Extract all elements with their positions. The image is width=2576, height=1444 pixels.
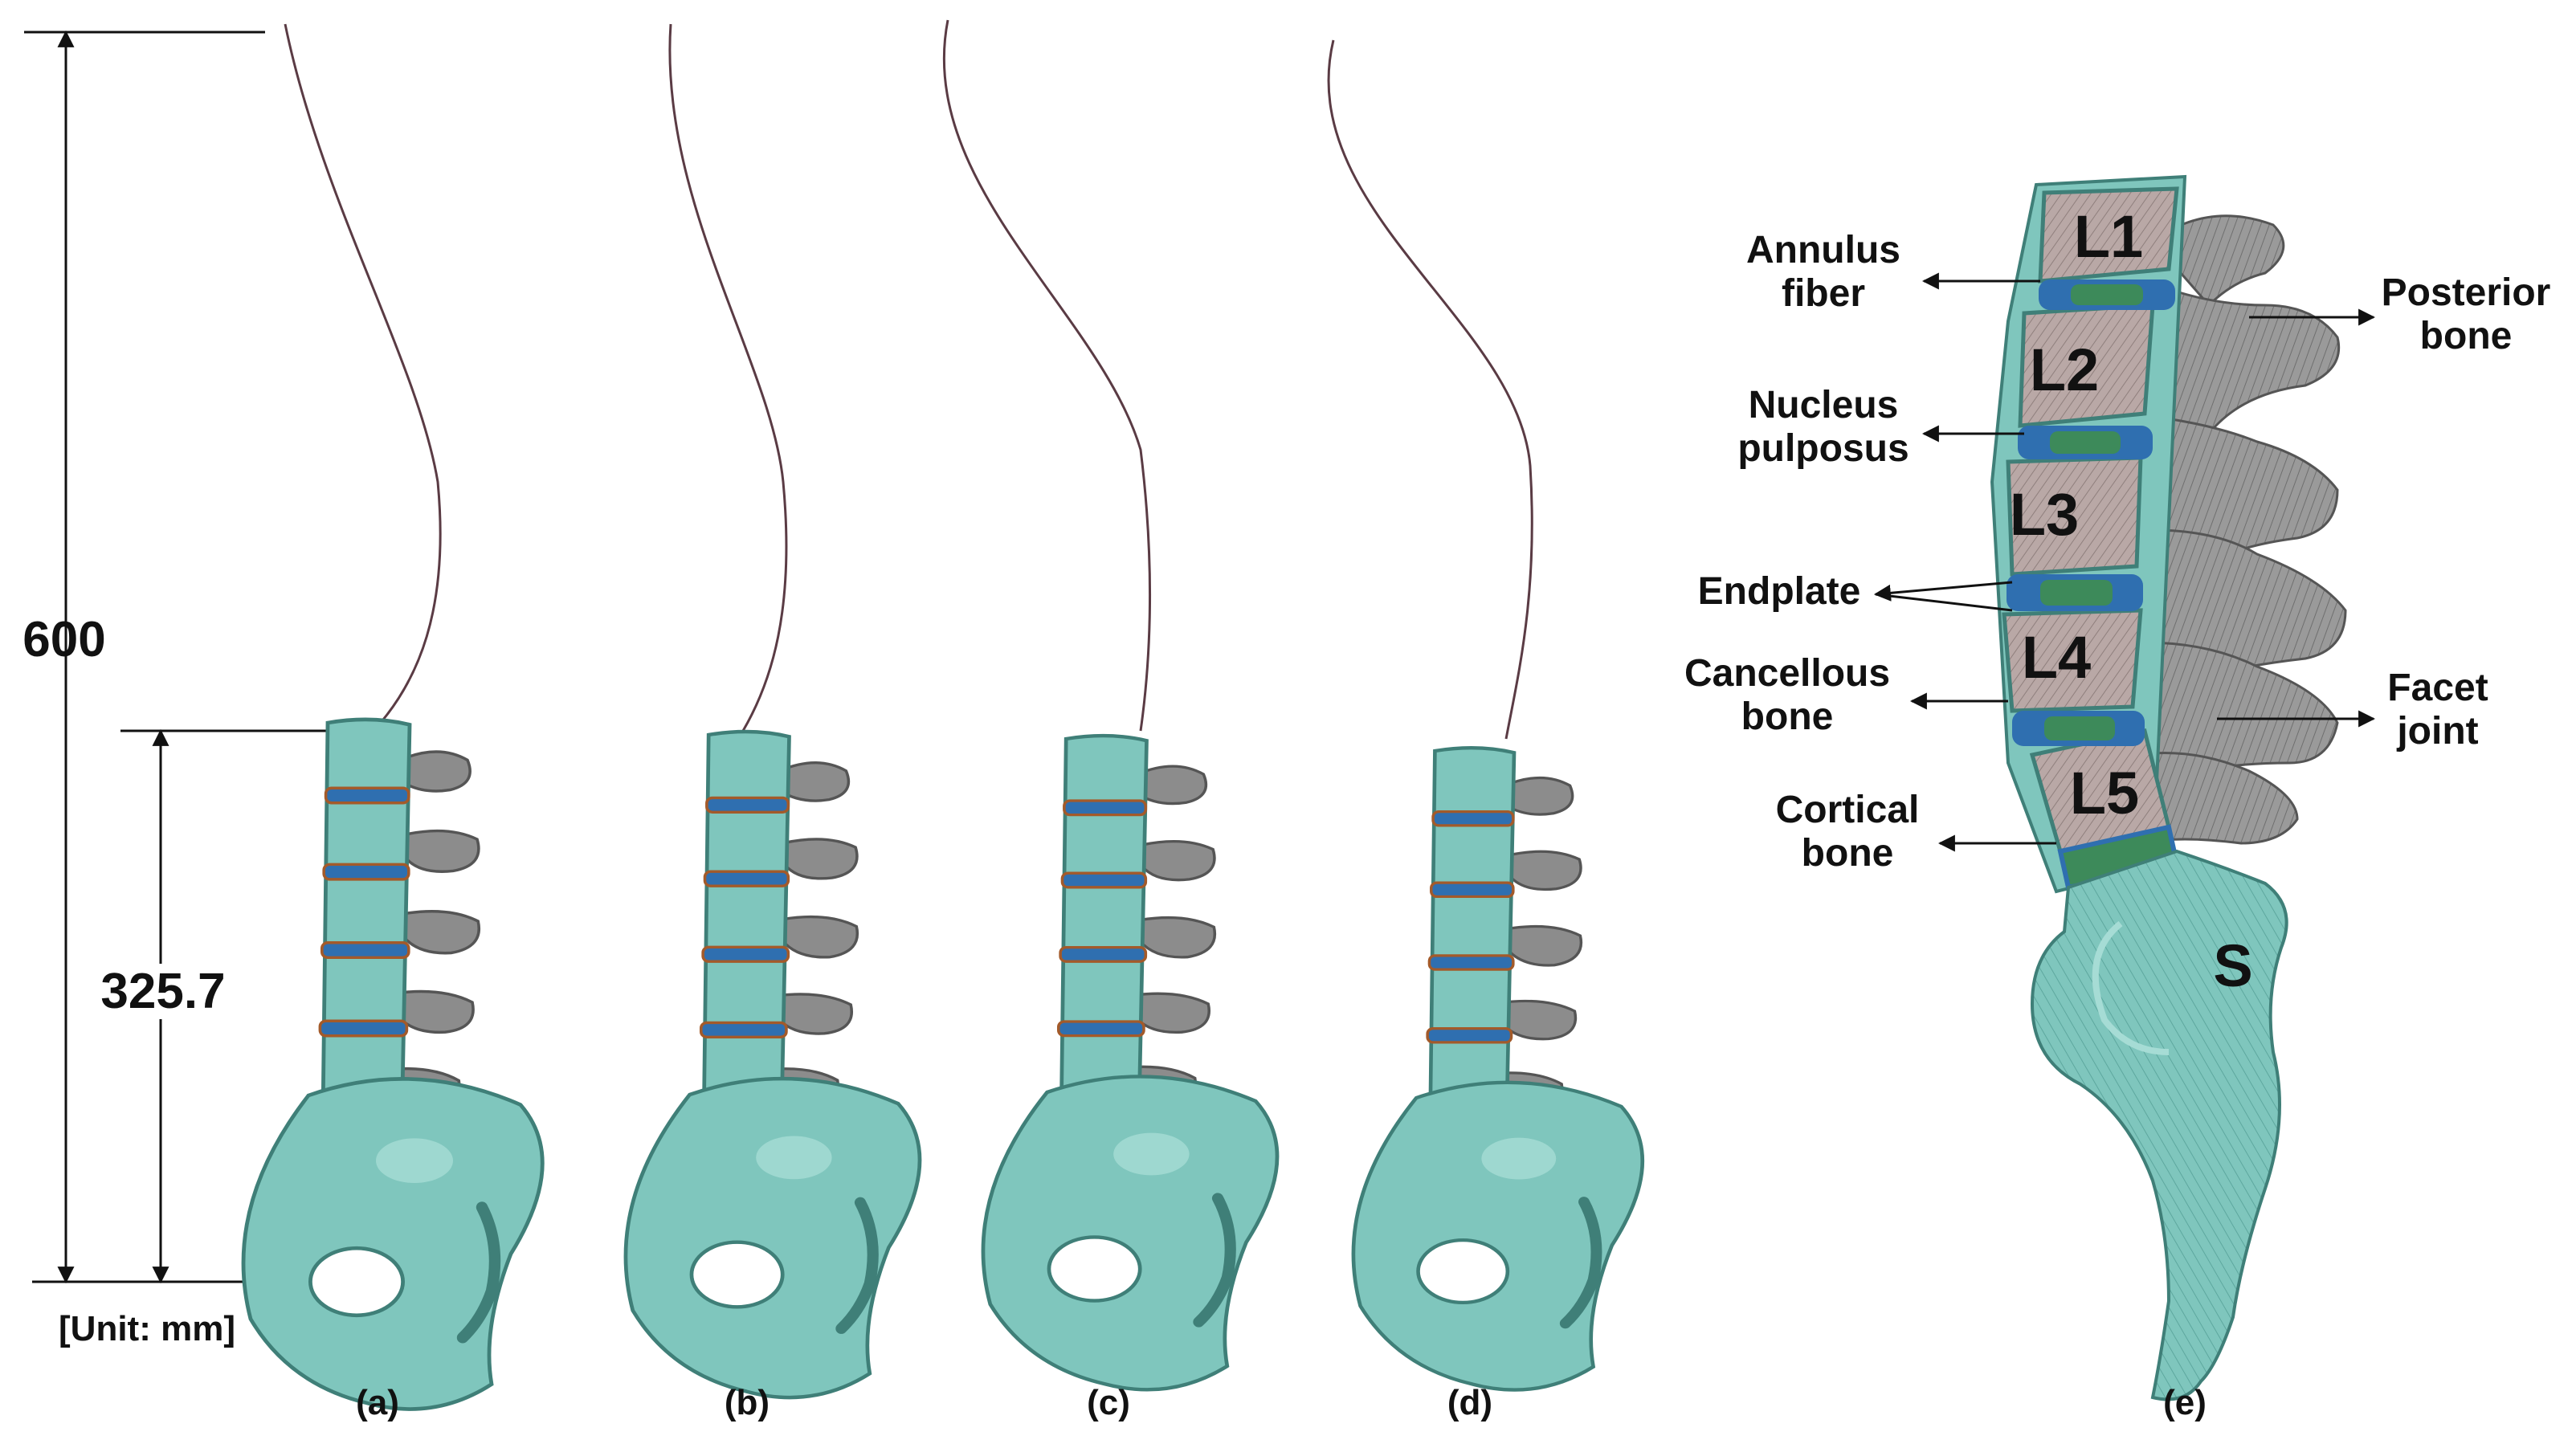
spine-model-d (1353, 748, 1643, 1389)
lumbar-height-label: 325.7 (87, 964, 239, 1020)
vertebral-bodies (2002, 186, 2179, 854)
dimension-lines (24, 30, 450, 1284)
spine-model-a (243, 720, 542, 1409)
vertebra-label-l5: L5 (2069, 760, 2140, 826)
panel-label-d: (d) (1447, 1383, 1493, 1422)
vertebra-label-l4: L4 (2021, 624, 2092, 691)
spine-model-b (626, 732, 920, 1397)
panel-label-b: (b) (724, 1383, 770, 1422)
vertebra-label-l1: L1 (2073, 203, 2144, 270)
callout-arrows (1873, 272, 2376, 852)
unit-label: [Unit: mm] (59, 1309, 235, 1348)
lumbar-model-e (1990, 174, 2347, 1401)
intervertebral-discs (2007, 279, 2180, 891)
callout-nucleus-pulposus: Nucleus pulposus (1737, 384, 1909, 470)
total-height-label: 600 (22, 612, 106, 667)
spine-curves (284, 19, 1533, 740)
panel-label-c: (c) (1087, 1383, 1130, 1422)
callout-cortical-bone: Cortical bone (1775, 789, 1920, 875)
callout-annulus-fiber: Annulus fiber (1746, 229, 1900, 315)
vertebra-label-l2: L2 (2029, 337, 2100, 403)
callout-cancellous-bone: Cancellous bone (1684, 652, 1891, 738)
sacrum-label: S (2213, 932, 2253, 999)
spine-model-c (983, 736, 1277, 1389)
panel-label-e: (e) (2163, 1383, 2207, 1422)
vertebra-label-l3: L3 (2009, 481, 2080, 548)
callout-endplate: Endplate (1697, 570, 1861, 613)
callout-facet-joint: Facet joint (2387, 667, 2488, 753)
panel-label-a: (a) (356, 1383, 399, 1422)
callout-posterior-bone: Posterior bone (2381, 271, 2551, 357)
posterior-bone-shapes (2135, 214, 2347, 845)
